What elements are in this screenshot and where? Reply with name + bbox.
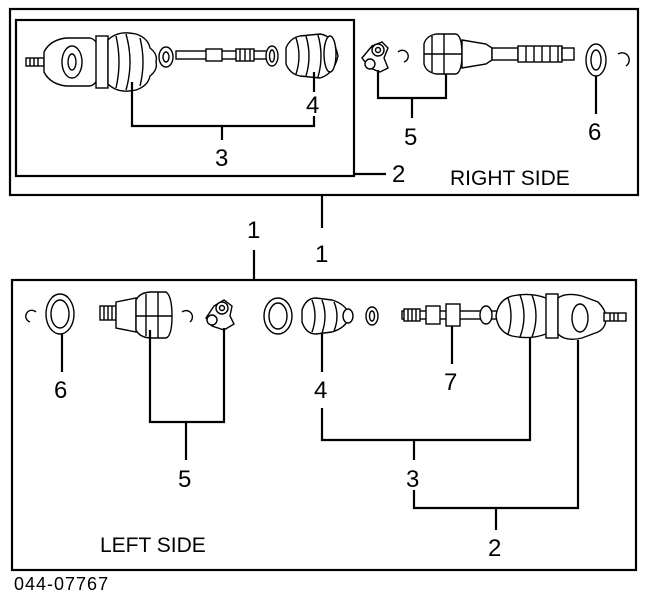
left-side-frame: [10, 278, 638, 572]
bottom-leader-3: [320, 338, 532, 442]
label-bottom-6: 6: [54, 377, 67, 404]
left-boot-clamp-drawing: [263, 297, 293, 335]
label-bottom-7: 7: [444, 369, 457, 396]
right-side-label: RIGHT SIDE: [450, 167, 570, 190]
right-outboard-joint-drawing: [25, 32, 277, 92]
left-dust-seal-drawing: [25, 293, 75, 335]
right-inboard-joint-drawing: [423, 33, 575, 75]
label-bottom-4: 4: [314, 377, 327, 404]
label-top-2: 2: [392, 161, 405, 188]
right-side-inner-frame: [14, 18, 356, 178]
label-top-5: 5: [404, 124, 417, 151]
label-bottom-2: 2: [488, 535, 501, 562]
label-bottom-3: 3: [406, 466, 419, 493]
bottom-leader-2: [412, 340, 580, 510]
bottom-leader-5: [148, 328, 226, 424]
left-inboard-boot-drawing: [301, 297, 379, 335]
label-top-4: 4: [306, 92, 319, 119]
left-shaft-damper-drawing: [401, 303, 521, 327]
figure-code: 044-07767: [14, 574, 109, 594]
right-side-frame: [8, 7, 640, 197]
left-tripod-joint-drawing: [205, 299, 235, 331]
left-outboard-joint-drawing: [495, 293, 627, 341]
label-top-6: 6: [588, 119, 601, 146]
right-tripod-joint-drawing: [361, 41, 409, 73]
right-dust-seal-drawing: [585, 43, 630, 77]
label-top-3: 3: [215, 145, 228, 172]
right-outboard-boot-drawing: [265, 33, 339, 79]
top-leader-3: [130, 82, 316, 128]
label-assembly-left: 1: [247, 217, 260, 244]
left-inboard-joint-drawing: [99, 291, 194, 339]
left-side-label: LEFT SIDE: [100, 534, 206, 557]
label-assembly-right: 1: [315, 241, 328, 268]
label-bottom-5: 5: [178, 466, 191, 493]
